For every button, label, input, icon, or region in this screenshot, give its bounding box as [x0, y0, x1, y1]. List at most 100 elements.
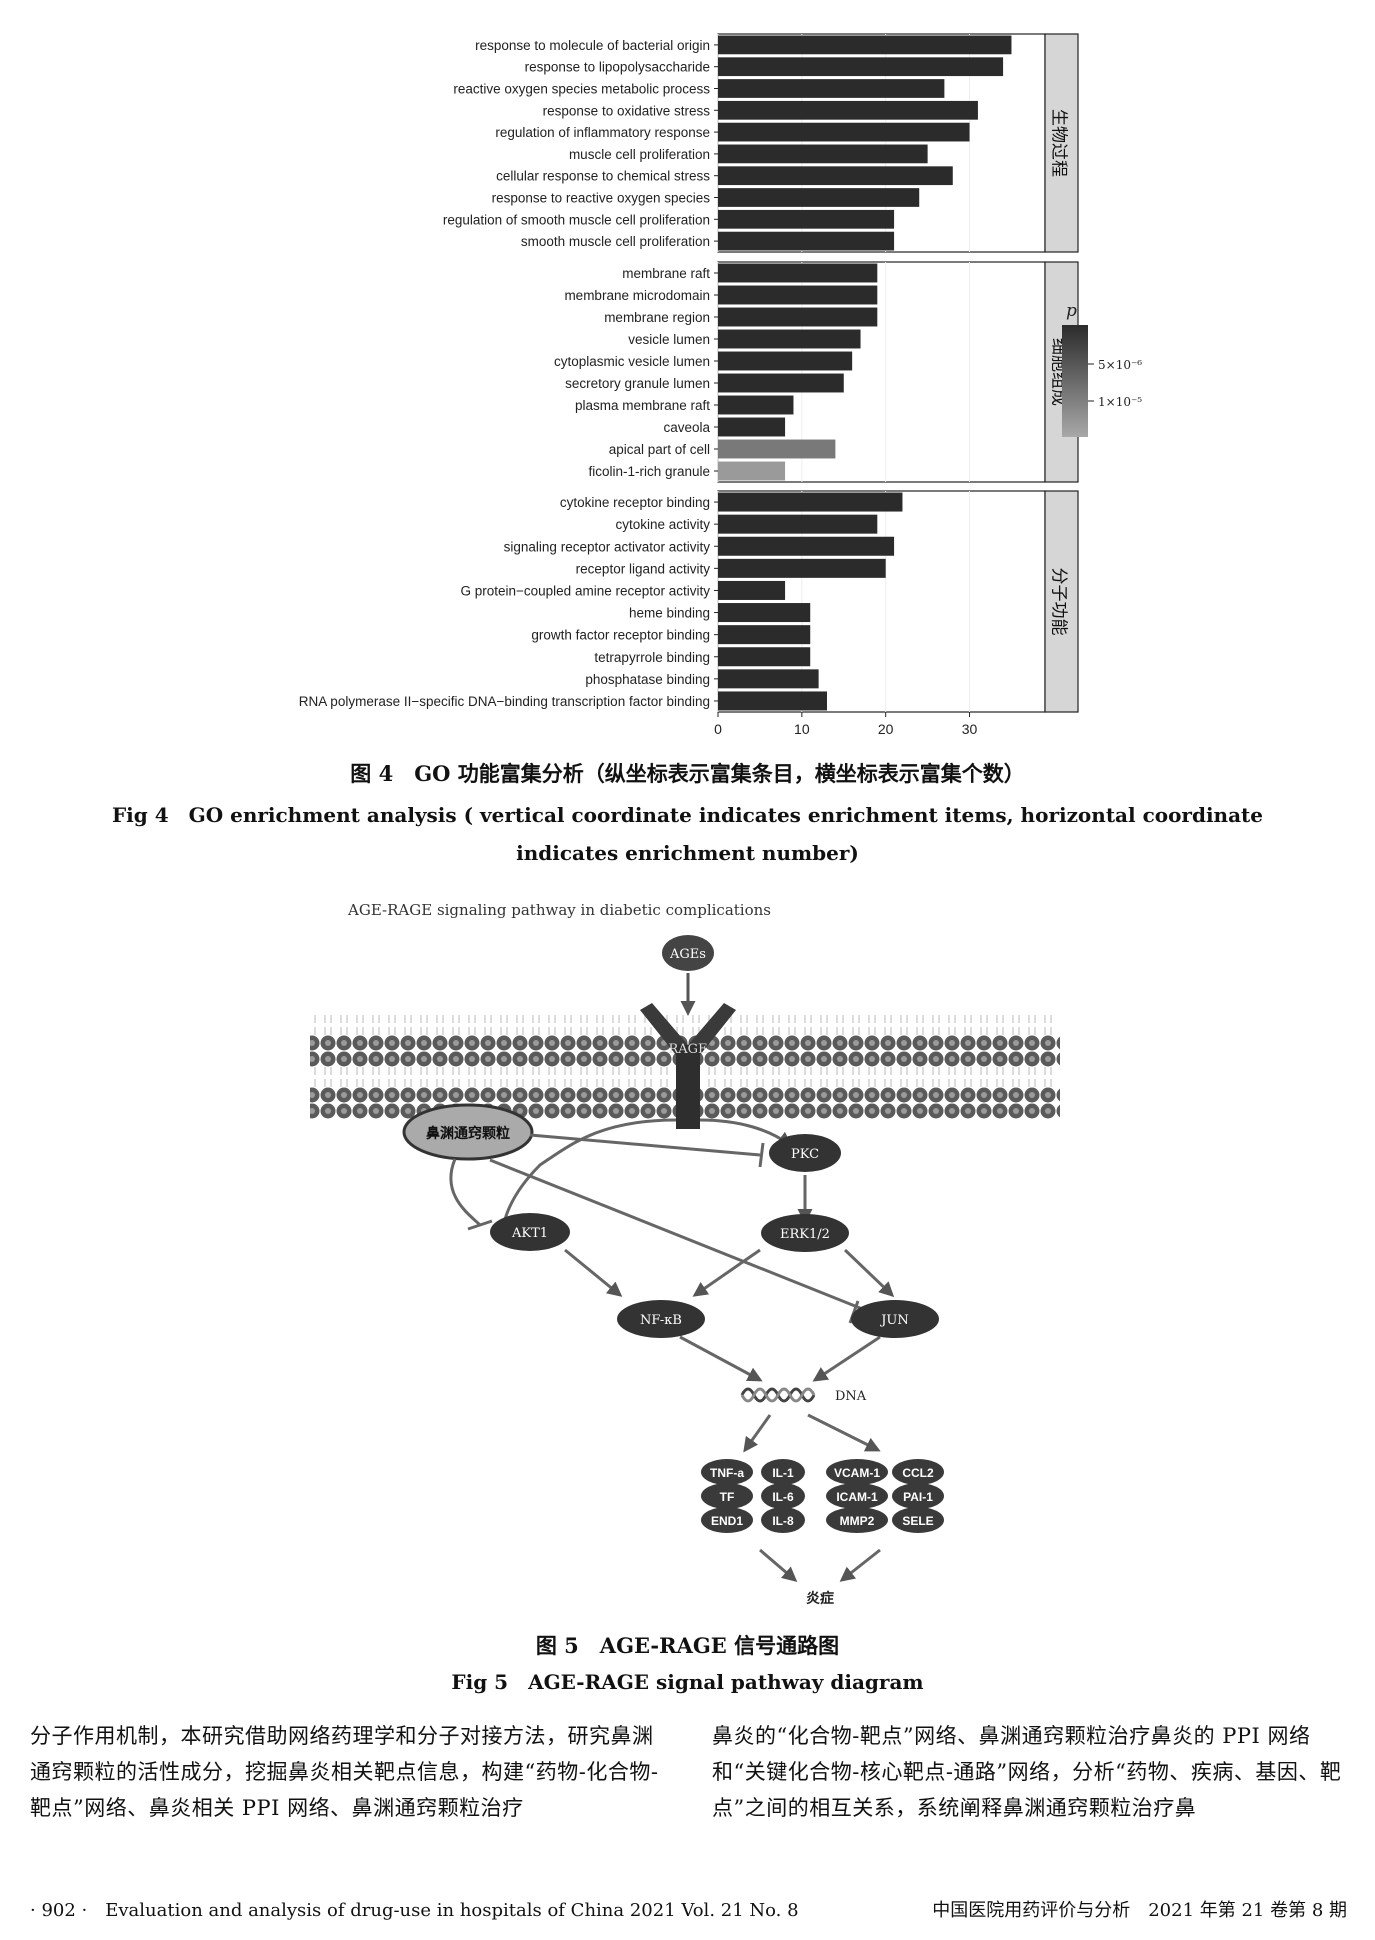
rage-label: RAGE: [668, 1042, 707, 1057]
x-tick-label: 0: [714, 721, 722, 737]
bar: [718, 514, 878, 534]
bar: [718, 307, 878, 327]
gene-label: END1: [711, 1514, 743, 1528]
category-label: regulation of inflammatory response: [495, 125, 710, 140]
gene-oval: IL-6: [761, 1483, 805, 1509]
category-label: vesicle lumen: [628, 332, 710, 347]
bar: [718, 231, 895, 251]
category-label: heme binding: [629, 606, 710, 621]
body-text-right: 鼻炎的“化合物-靶点”网络、鼻渊通窍颗粒治疗鼻炎的 PPI 网络和“关键化合物-…: [712, 1724, 1342, 1820]
dna-label: DNA: [835, 1389, 867, 1404]
bar: [718, 57, 1004, 77]
jun-label: JUN: [879, 1313, 909, 1328]
category-label: response to molecule of bacterial origin: [475, 38, 710, 53]
legend-label: 1×10⁻⁵: [1098, 395, 1142, 409]
bar: [718, 79, 945, 98]
fig5-caption-en: Fig 5 AGE-RAGE signal pathway diagram: [451, 1670, 924, 1694]
gene-label: TF: [720, 1490, 735, 1504]
category-label: receptor ligand activity: [576, 561, 711, 576]
category-label: G protein−coupled amine receptor activit…: [460, 583, 710, 598]
footer-left: · 902 · Evaluation and analysis of drug-…: [30, 1900, 799, 1921]
bar: [718, 461, 786, 481]
gene-oval: PAI-1: [892, 1483, 944, 1509]
category-label: cytokine receptor binding: [560, 495, 710, 510]
bar: [718, 647, 811, 667]
ages-label: AGEs: [669, 947, 706, 962]
category-label: response to oxidative stress: [543, 103, 711, 118]
bar: [718, 536, 895, 556]
akt1-node: [490, 1213, 570, 1251]
pathway-title: AGE-RAGE signaling pathway in diabetic c…: [347, 901, 771, 919]
gene-oval: IL-1: [761, 1459, 805, 1485]
fig4-caption-cn: 图 4 GO 功能富集分析（纵坐标表示富集条目，横坐标表示富集个数）: [350, 761, 1025, 786]
drug-label: 鼻渊通窍颗粒: [426, 1125, 510, 1142]
bar: [718, 492, 903, 512]
legend-title: p: [1066, 301, 1077, 321]
gene-oval: MMP2: [826, 1507, 888, 1533]
bar: [718, 100, 978, 120]
category-label: secretory granule lumen: [565, 376, 710, 391]
gene-oval: TF: [701, 1483, 753, 1509]
bar: [718, 209, 895, 229]
category-label: apical part of cell: [609, 442, 710, 457]
category-label: reactive oxygen species metabolic proces…: [453, 82, 710, 97]
gene-oval: ICAM-1: [826, 1483, 888, 1509]
bar: [718, 691, 827, 711]
legend-colorbar: [1062, 325, 1088, 437]
bar: [718, 144, 928, 164]
bar: [718, 122, 970, 142]
bar: [718, 439, 836, 459]
bar: [718, 625, 811, 645]
facet-strip-label: 分子功能: [1049, 568, 1069, 636]
bar: [718, 580, 786, 600]
facet-strip-label: 生物过程: [1049, 109, 1069, 177]
bar: [718, 35, 1012, 55]
footer-right: 中国医院用药评价与分析 2021 年第 21 卷第 8 期: [932, 1900, 1347, 1921]
gene-oval: IL-8: [761, 1507, 805, 1533]
gene-oval: CCL2: [892, 1459, 944, 1485]
category-label: caveola: [663, 420, 710, 435]
gene-label: IL-8: [772, 1514, 794, 1528]
x-tick-label: 20: [878, 721, 894, 737]
category-label: response to reactive oxygen species: [492, 191, 711, 206]
gene-label: CCL2: [902, 1466, 934, 1480]
bar: [718, 669, 819, 689]
fig5-caption-cn: 图 5 AGE-RAGE 信号通路图: [535, 1633, 840, 1658]
bar: [718, 603, 811, 623]
gene-oval: SELE: [892, 1507, 944, 1533]
gene-label: PAI-1: [903, 1490, 933, 1504]
gene-label: IL-1: [772, 1466, 794, 1480]
gene-label: IL-6: [772, 1490, 794, 1504]
facet-strip: [1044, 490, 1079, 713]
bar: [718, 263, 878, 283]
rage-receptor: [640, 1003, 736, 1129]
gene-label: VCAM-1: [834, 1466, 880, 1480]
fig4-caption-en: Fig 4 GO enrichment analysis ( vertical …: [111, 803, 1264, 865]
bar: [718, 373, 844, 393]
body-text-left: 分子作用机制，本研究借助网络药理学和分子对接方法，研究鼻渊通窍颗粒的活性成分，挖…: [30, 1724, 659, 1820]
category-label: cytoplasmic vesicle lumen: [554, 354, 710, 369]
nfkb-label: NF-κB: [640, 1313, 682, 1328]
category-label: membrane microdomain: [564, 288, 710, 303]
category-label: smooth muscle cell proliferation: [521, 234, 710, 249]
category-label: phosphatase binding: [585, 672, 710, 687]
pkc-node: [769, 1134, 841, 1172]
gene-label: TNF-a: [710, 1466, 744, 1480]
category-label: cellular response to chemical stress: [496, 169, 710, 184]
akt1-label: AKT1: [511, 1226, 548, 1241]
facet-strip: [1044, 33, 1079, 253]
pkc-label: PKC: [791, 1147, 819, 1162]
gene-label: MMP2: [840, 1514, 875, 1528]
category-label: regulation of smooth muscle cell prolife…: [443, 212, 710, 227]
jun-node: [851, 1300, 939, 1338]
erk-node: [761, 1214, 849, 1252]
bar: [718, 417, 786, 437]
x-tick-label: 10: [794, 721, 810, 737]
inflammation-label: 炎症: [806, 1590, 834, 1607]
gene-label: ICAM-1: [836, 1490, 878, 1504]
gene-label: SELE: [902, 1514, 933, 1528]
drug-node: [402, 1103, 534, 1161]
bar: [718, 351, 853, 371]
gene-oval: END1: [701, 1507, 753, 1533]
category-label: plasma membrane raft: [575, 398, 710, 413]
